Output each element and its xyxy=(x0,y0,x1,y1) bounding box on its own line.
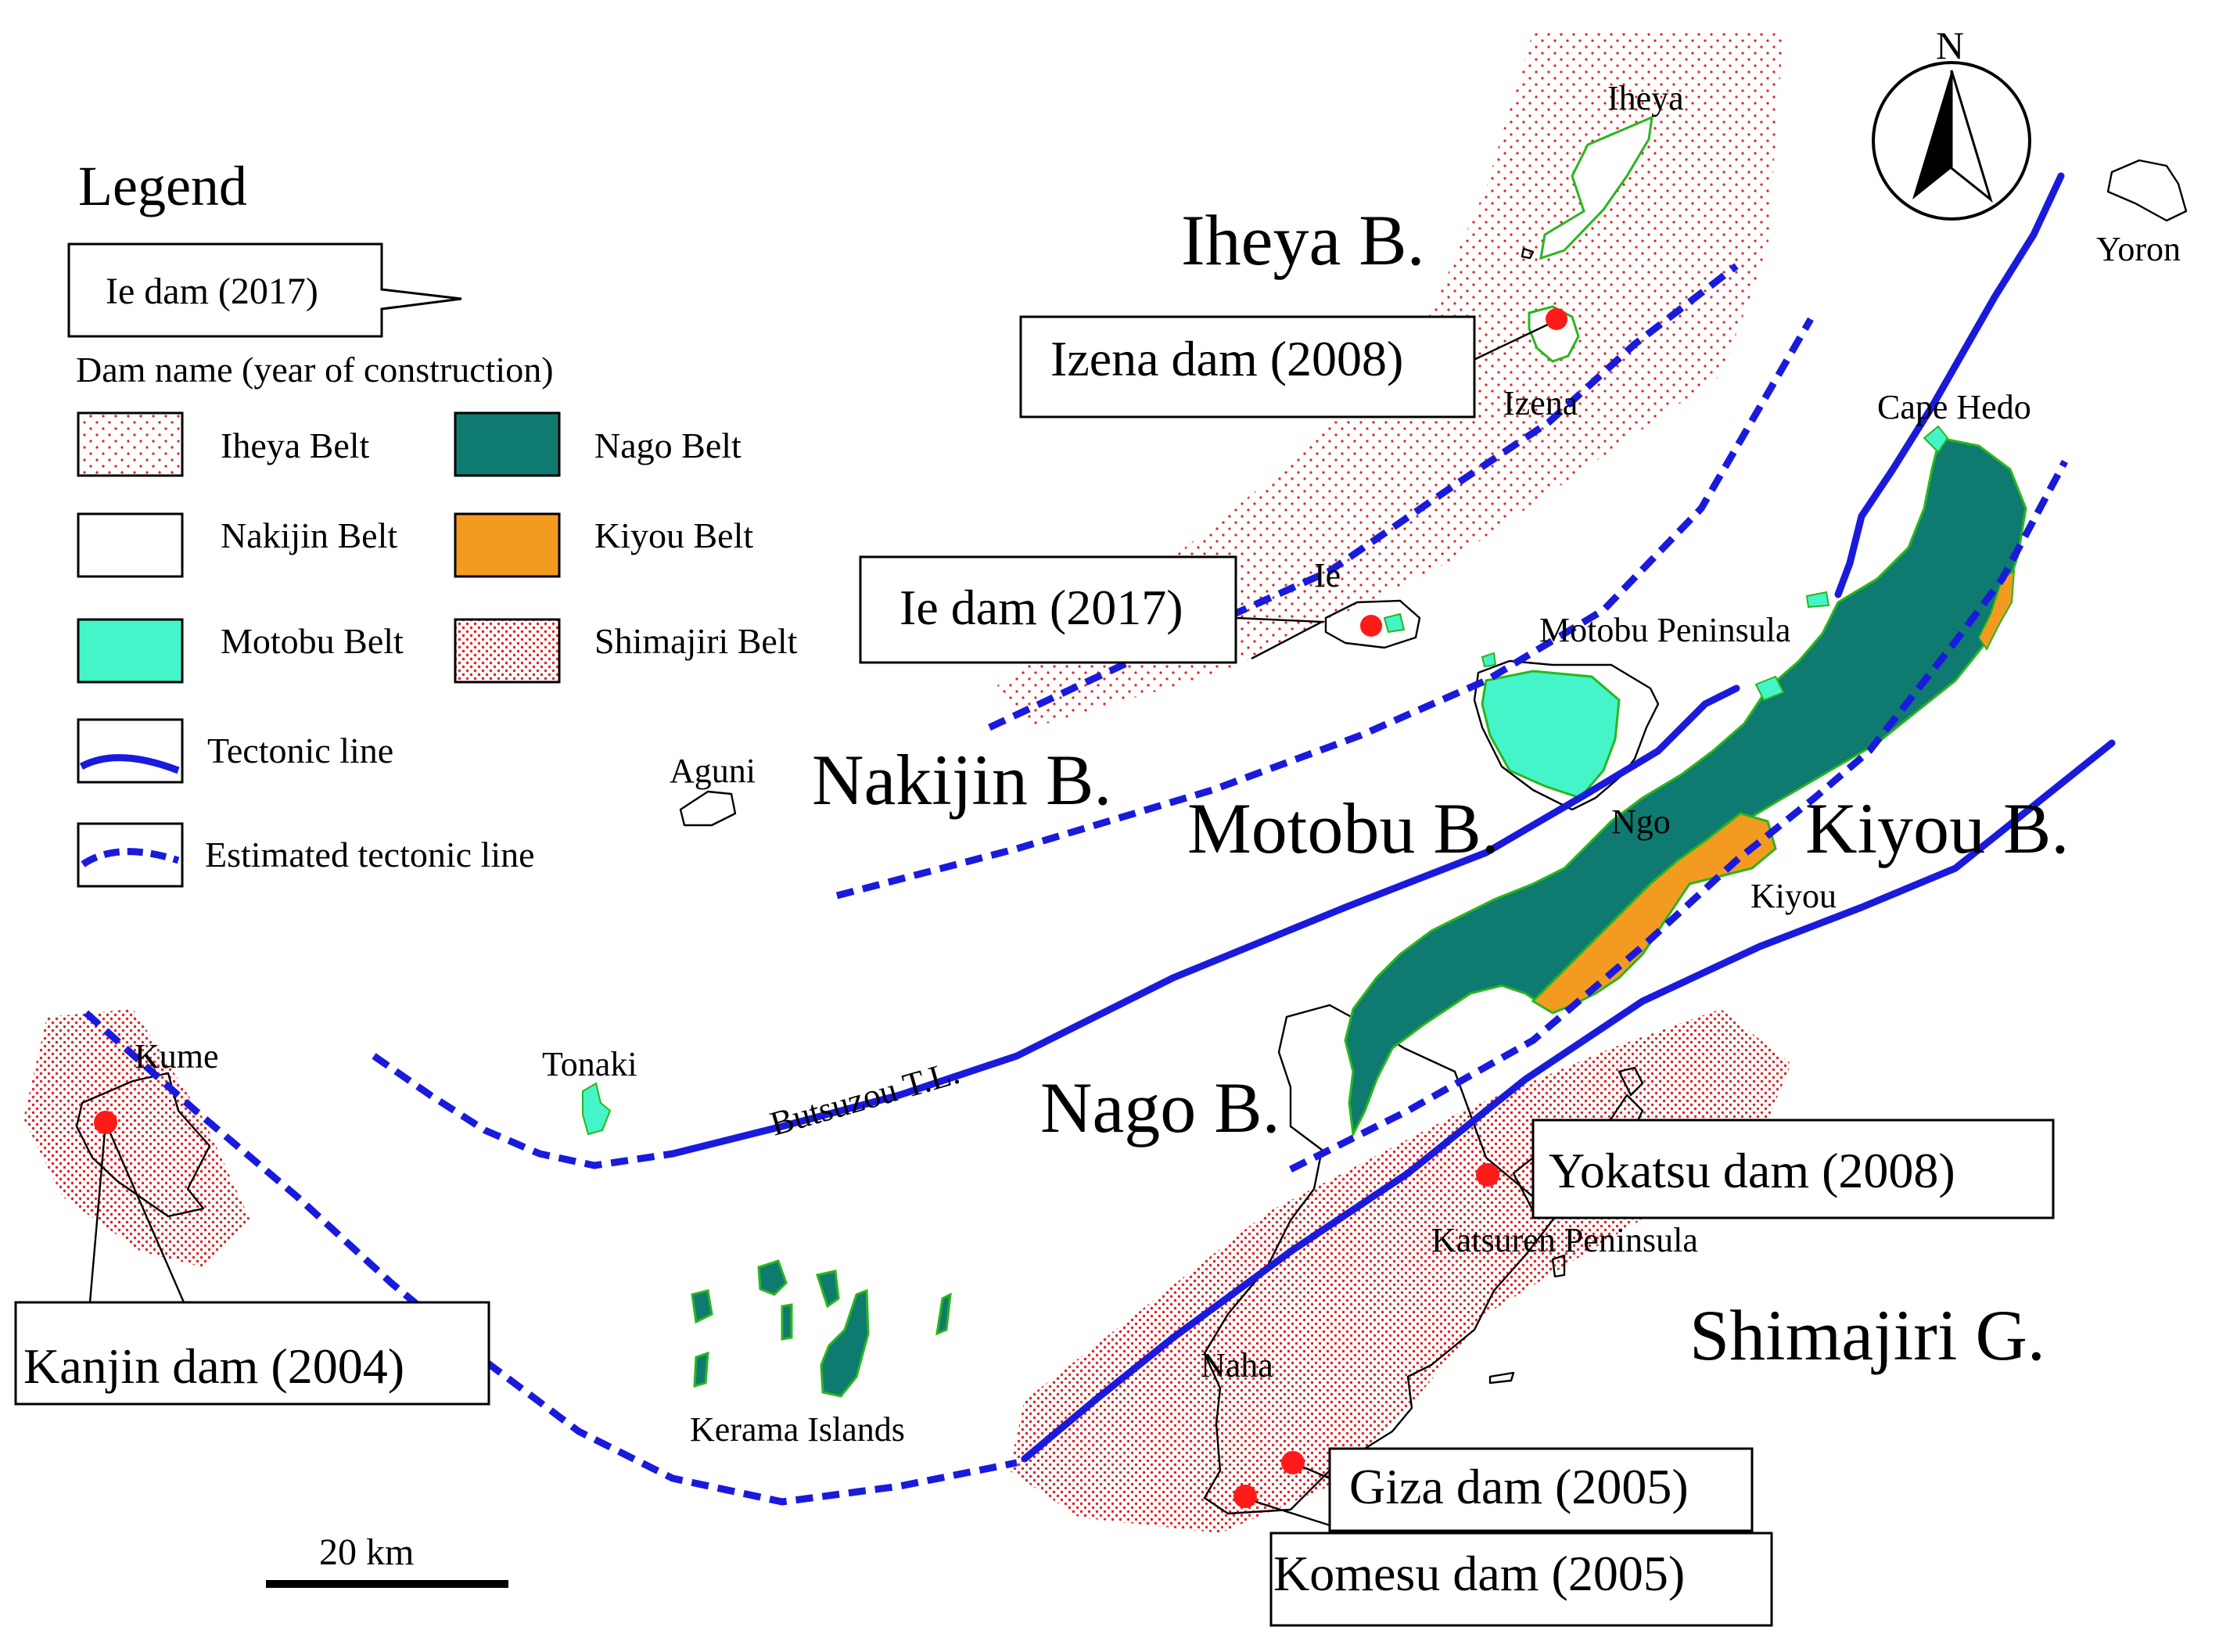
scale-bar-label: 20 km xyxy=(319,1532,414,1573)
legend: Legend Ie dam (2017) Dam name (year of c… xyxy=(67,155,798,888)
motobu-fragment-east xyxy=(1805,591,1830,609)
place-kerama-islands: Kerama Islands xyxy=(690,1410,905,1449)
legend-nago-label: Nago Belt xyxy=(594,426,741,465)
legend-nakijin-label: Nakijin Belt xyxy=(221,515,397,555)
legend-example-callout xyxy=(67,242,462,338)
ie-dam-marker xyxy=(1360,615,1382,637)
estimated-tectonic-line-nago xyxy=(1288,459,2068,1173)
legend-dam-caption: Dam name (year of construction) xyxy=(76,350,554,390)
swatch-shimajiri xyxy=(454,618,561,684)
legend-motobu-label: Motobu Belt xyxy=(221,621,404,661)
place-ie: Ie xyxy=(1314,556,1341,594)
izena-dam-label: Izena dam (2008) xyxy=(1050,331,1403,386)
belt-label-nago: Nago B. xyxy=(1040,1068,1280,1147)
legend-shimajiri-label: Shimajiri Belt xyxy=(594,621,798,661)
komesu-dam-label: Komesu dam (2005) xyxy=(1273,1546,1685,1601)
cape-hedo-patch xyxy=(1923,425,1949,454)
islet-east xyxy=(1551,1254,1566,1278)
iheya-islet xyxy=(1521,247,1535,260)
giza-dam-label: Giza dam (2005) xyxy=(1349,1459,1689,1514)
swatch-nago xyxy=(454,411,561,477)
estimated-tectonic-line-butsuzou-west xyxy=(372,1053,673,1169)
place-kume: Kume xyxy=(135,1037,219,1076)
tectonic-line-motobu-north xyxy=(1834,172,2065,598)
swatch-motobu xyxy=(77,618,184,684)
belt-label-nakijin: Nakijin B. xyxy=(812,740,1111,820)
legend-title: Legend xyxy=(78,155,247,217)
yokatsu-dam-leader xyxy=(1512,1157,1535,1212)
motobu-belt-area xyxy=(1481,670,1621,799)
belt-label-shimajiri: Shimajiri G. xyxy=(1689,1295,2045,1375)
giza-dam-box xyxy=(1328,1447,1754,1532)
izena-dam-marker xyxy=(1546,308,1567,330)
motobu-islet xyxy=(1481,652,1497,668)
place-butsuzou: Butsuzou T.L. xyxy=(766,1053,964,1144)
ie-dam-leader xyxy=(1235,616,1326,660)
place-izena: Izena xyxy=(1503,384,1578,422)
yoron-island xyxy=(2106,159,2188,222)
legend-example-dam: Ie dam (2017) xyxy=(106,271,318,312)
iheya-island xyxy=(1539,115,1653,260)
place-iheya: Iheya xyxy=(1607,79,1684,117)
shimajiri-belt-region-kume xyxy=(23,1009,250,1267)
swatch-iheya xyxy=(77,411,184,477)
aguni-island xyxy=(679,790,737,827)
swatch-kiyou xyxy=(454,512,561,578)
yokatsu-dam-marker xyxy=(1476,1163,1499,1187)
place-naha: Naha xyxy=(1201,1346,1273,1384)
izena-dam-leader xyxy=(1470,321,1553,363)
kiyou-belt-area xyxy=(1531,812,1777,1015)
izena-dam-box xyxy=(1019,315,1476,418)
legend-iheya-label: Iheya Belt xyxy=(221,426,370,465)
belt-label-kiyou: Kiyou B. xyxy=(1805,788,2069,868)
tectonic-line-butsuzou xyxy=(669,684,1740,1158)
legend-estimated-tectonic-label: Estimated tectonic line xyxy=(205,835,535,874)
kiyou-belt-strip-north xyxy=(1977,569,2016,651)
islet-southeast xyxy=(1488,1371,1515,1384)
swatch-tectonic-line xyxy=(79,754,180,774)
legend-kiyou-label: Kiyou Belt xyxy=(594,515,753,555)
kume-island xyxy=(75,1072,211,1218)
north-arrow-icon: N xyxy=(1872,23,2031,221)
kanjin-dam-marker xyxy=(94,1111,117,1134)
yokatsu-dam-box xyxy=(1531,1119,2055,1219)
estimated-tectonic-line-kume xyxy=(84,1010,1018,1506)
place-kiyou: Kiyou xyxy=(1750,877,1837,915)
place-tonaki: Tonaki xyxy=(542,1045,637,1083)
place-cape-hedo: Cape Hedo xyxy=(1877,388,2031,426)
place-motobu-peninsula: Motobu Peninsula xyxy=(1539,611,1790,649)
swatch-nakijin xyxy=(77,512,184,578)
place-ngo: Ngo xyxy=(1611,803,1671,841)
ie-island xyxy=(1324,599,1421,649)
giza-dam-marker xyxy=(1281,1451,1305,1474)
place-aguni: Aguni xyxy=(670,752,756,790)
kanjin-dam-label: Kanjin dam (2004) xyxy=(23,1338,404,1394)
katsuren-peninsula xyxy=(1618,1066,1644,1097)
kanjin-dam-box xyxy=(14,1301,490,1406)
motobu-fragment-mid xyxy=(1754,675,1785,702)
tonaki-island xyxy=(582,1082,612,1136)
legend-tectonic-label: Tectonic line xyxy=(207,731,393,770)
kerama-islands xyxy=(691,1259,952,1398)
belt-label-iheya: Iheya B. xyxy=(1181,200,1425,280)
komesu-dam-marker xyxy=(1233,1485,1257,1508)
swatch-tectonic xyxy=(77,718,184,784)
belt-label-motobu: Motobu B. xyxy=(1187,788,1499,868)
ie-dam-box xyxy=(859,555,1237,664)
compass-north-label: N xyxy=(1936,23,1964,67)
tectonic-line-kiyou xyxy=(1021,739,2116,1463)
swatch-estimated-tectonic-line xyxy=(81,848,180,867)
komesu-dam-box xyxy=(1269,1532,1773,1627)
estimated-tectonic-line-nakijin xyxy=(835,317,1814,900)
ie-motobu-patch xyxy=(1383,612,1406,634)
ie-dam-label: Ie dam (2017) xyxy=(899,580,1183,635)
yokatsu-dam-label: Yokatsu dam (2008) xyxy=(1549,1143,1955,1198)
place-katsuren-peninsula: Katsuren Peninsula xyxy=(1431,1221,1698,1259)
place-yoron: Yoron xyxy=(2096,230,2181,268)
